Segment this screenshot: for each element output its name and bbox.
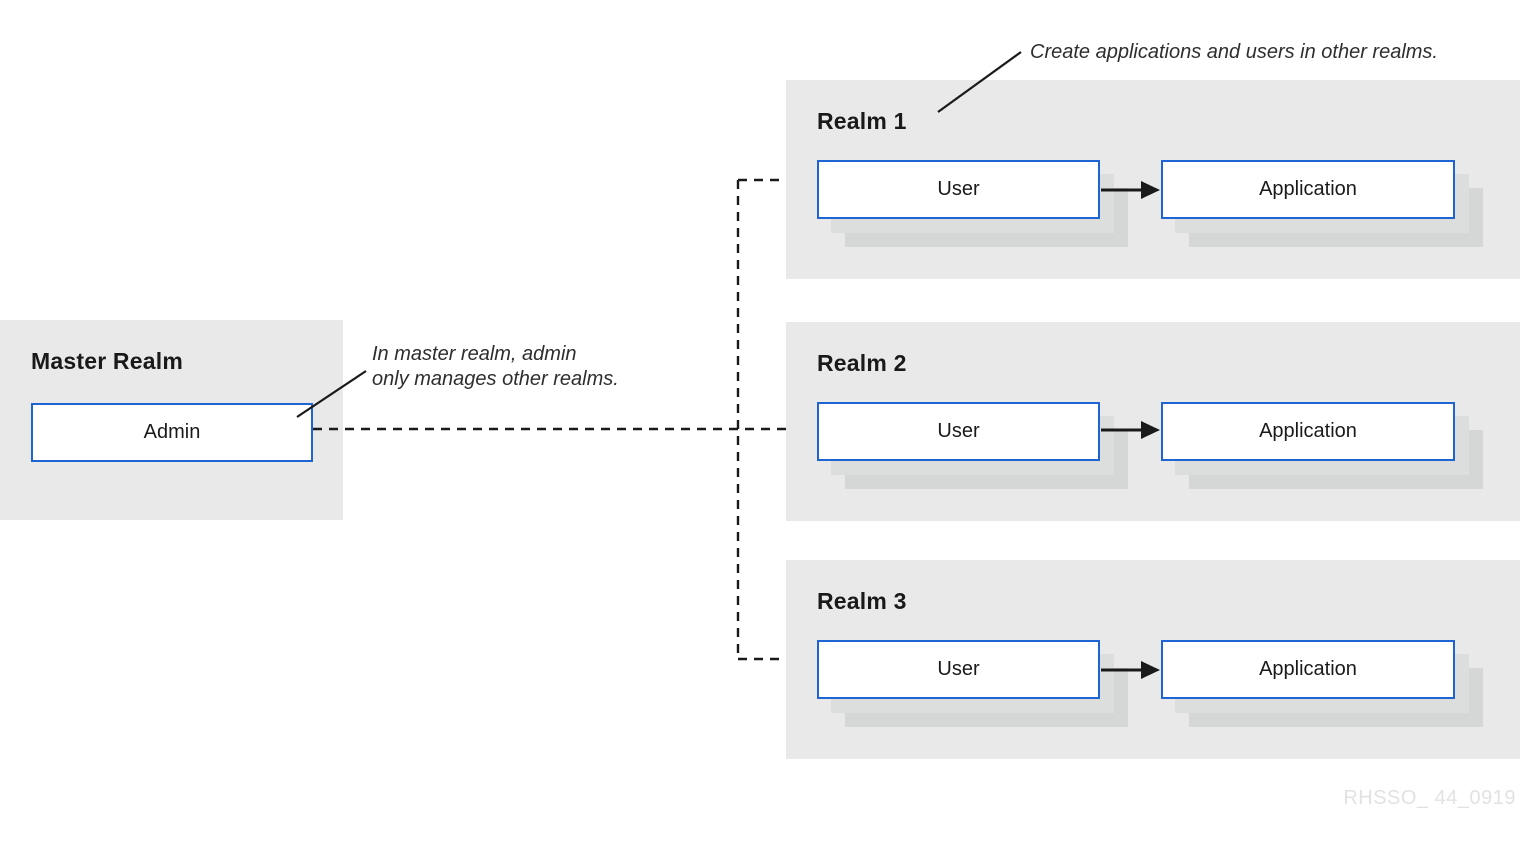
realm-3-panel: Realm 3 User Application	[786, 560, 1520, 759]
realm-2-panel: Realm 2 User Application	[786, 322, 1520, 521]
annotation-master-admin-line1: In master realm, admin	[372, 343, 577, 365]
application-box-label: Application	[1259, 420, 1357, 442]
realm-2-application-box: Application	[1161, 402, 1455, 461]
annotation-master-admin-line2: only manages other realms.	[372, 368, 619, 390]
user-box-label: User	[937, 658, 980, 680]
realm-3-user-box: User	[817, 640, 1100, 699]
user-box-label: User	[937, 420, 980, 442]
master-realm-title: Master Realm	[31, 348, 183, 374]
user-box-label: User	[937, 178, 980, 200]
master-realm-panel: Master Realm Admin	[0, 320, 343, 520]
realm-2-title: Realm 2	[817, 350, 907, 376]
application-box-label: Application	[1259, 658, 1357, 680]
watermark-text: RHSSO_ 44_0919	[1343, 787, 1516, 809]
realm-2-user-box: User	[817, 402, 1100, 461]
realm-1-panel: Realm 1 User Application	[786, 80, 1520, 279]
realm-3-application-box: Application	[1161, 640, 1455, 699]
realm-1-user-box: User	[817, 160, 1100, 219]
realm-3-title: Realm 3	[817, 588, 907, 614]
admin-box-label: Admin	[143, 421, 201, 443]
realm-1-application-box: Application	[1161, 160, 1455, 219]
admin-box: Admin	[31, 403, 313, 462]
application-box-label: Application	[1259, 178, 1357, 200]
annotation-create-apps: Create applications and users in other r…	[1030, 41, 1438, 63]
realm-1-title: Realm 1	[817, 108, 907, 134]
annotation-master-admin: In master realm, admin only manages othe…	[372, 342, 619, 392]
